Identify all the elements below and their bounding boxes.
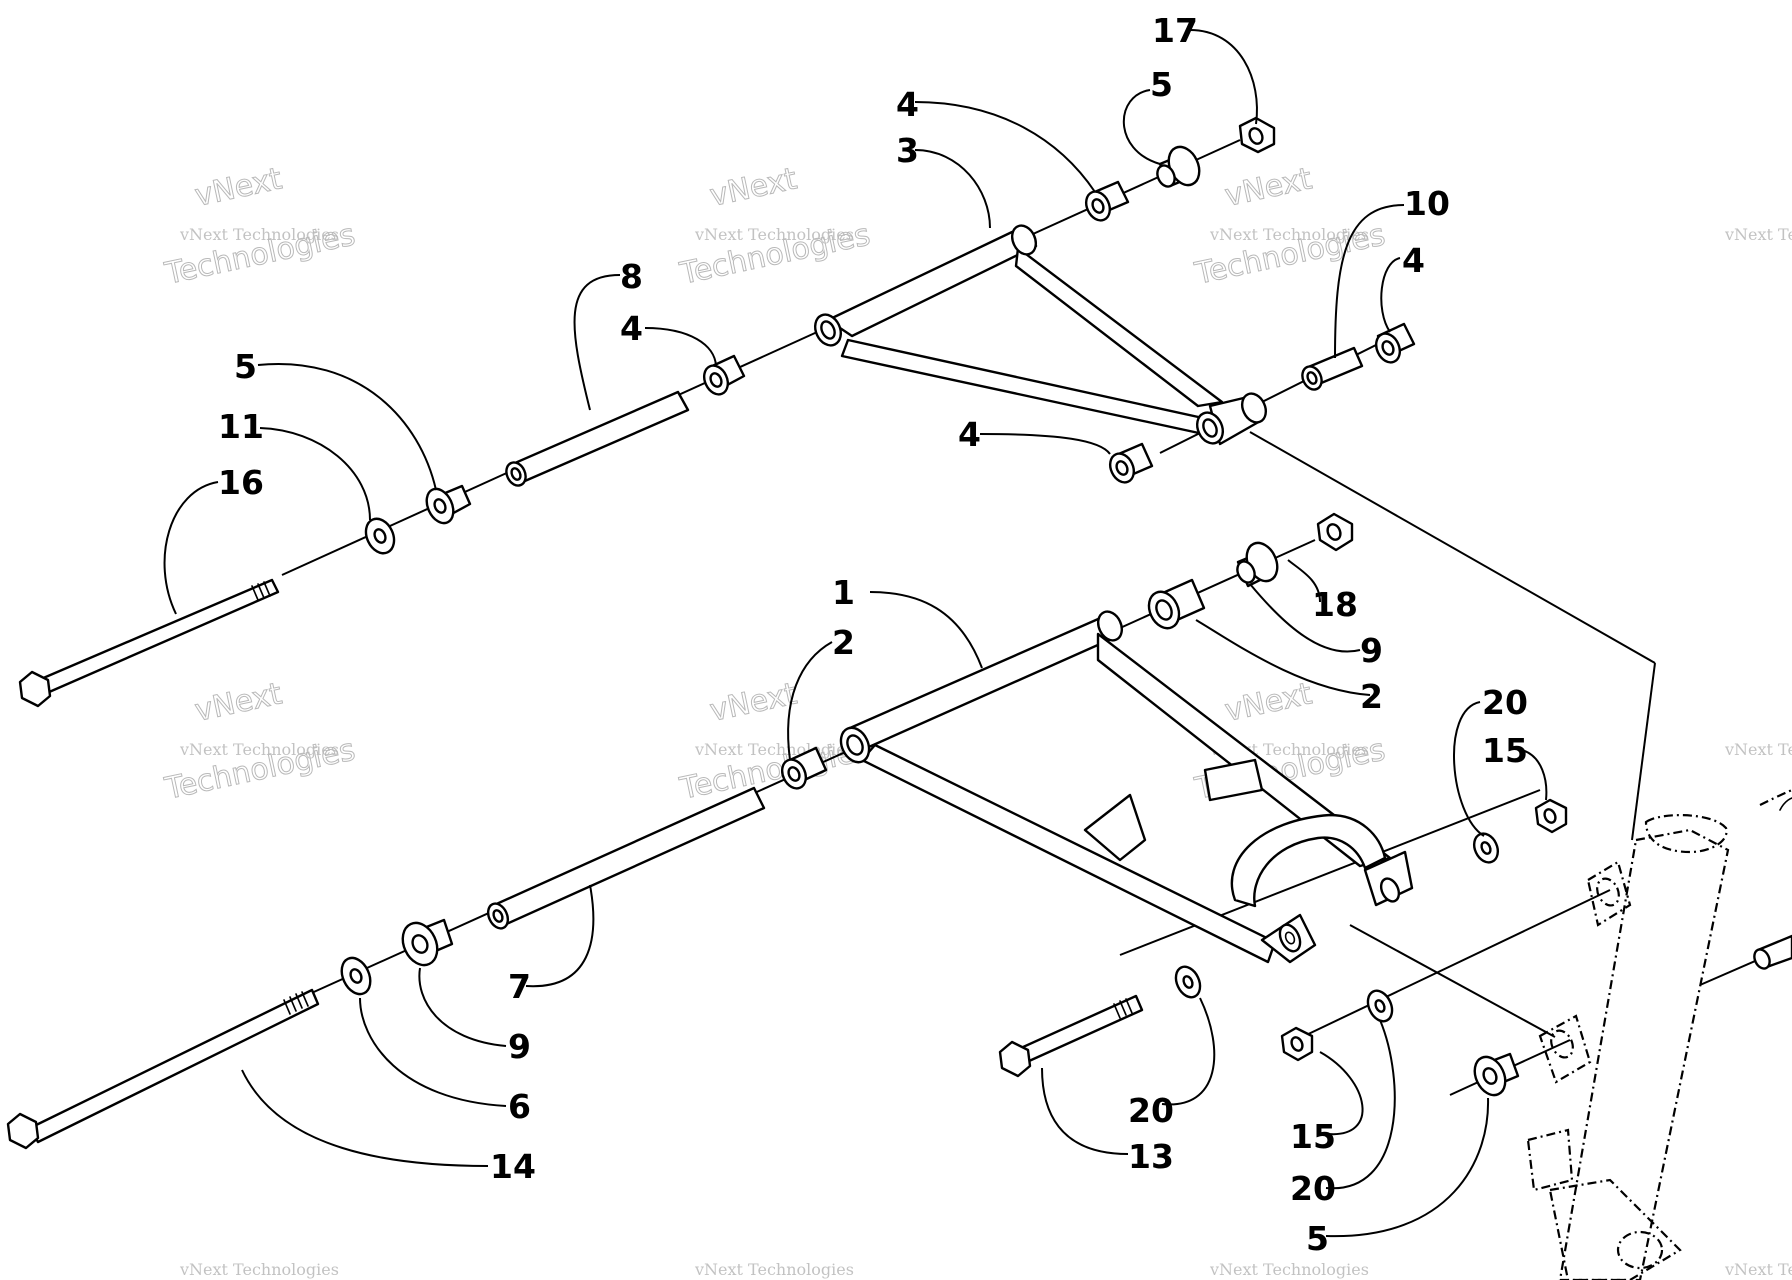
svg-text:vNext Technologies: vNext Technologies: [179, 740, 339, 759]
callout-5-spindle: 5: [1306, 1219, 1329, 1258]
svg-text:vNext Technologies: vNext Technologies: [1724, 740, 1792, 759]
watermark: vNext Technologies: [1724, 1260, 1792, 1279]
callout-17: 17: [1152, 11, 1198, 50]
callout-6: 6: [508, 1087, 531, 1126]
callout-15-low: 15: [1290, 1117, 1336, 1156]
svg-text:vNext Technologies: vNext Technologies: [179, 1260, 339, 1279]
callout-2-right: 2: [1360, 677, 1383, 716]
bolt-16: [18, 578, 280, 708]
bushing-4-rear-right: [1374, 322, 1416, 364]
svg-text:vNext: vNext: [192, 161, 285, 214]
callout-4-right: 4: [1402, 241, 1425, 280]
callout-14: 14: [490, 1147, 536, 1186]
washer-20-right: [1472, 832, 1500, 864]
callout-9-right: 9: [1360, 631, 1383, 670]
bushing-4-rear-low: [1108, 442, 1154, 484]
watermark: vNext vNext Technologies Technologies: [676, 161, 874, 293]
bushing-5-spindle: [1473, 1052, 1520, 1097]
callout-15-right: 15: [1482, 731, 1528, 770]
washer-6: [340, 956, 372, 996]
callout-4-mid: 4: [620, 309, 643, 348]
upper-a-arm: [813, 224, 1268, 446]
svg-text:vNext Technologies: vNext Technologies: [1724, 225, 1792, 244]
watermark: vNext vNext Technologies Technologies: [161, 161, 359, 293]
svg-text:vNext Technologies: vNext Technologies: [179, 225, 339, 244]
callout-16: 16: [218, 463, 264, 502]
watermark: vNext Technologies: [1724, 225, 1792, 244]
bolt-14: [6, 988, 320, 1150]
bushing-4-top: [1084, 180, 1130, 222]
callout-10: 10: [1404, 184, 1450, 223]
callout-3: 3: [896, 131, 919, 170]
callout-11: 11: [218, 407, 264, 446]
lower-front-hardware: [6, 746, 828, 1150]
svg-text:vNext: vNext: [1222, 676, 1315, 729]
callout-18: 18: [1312, 585, 1358, 624]
nut-15-lower: [1280, 1026, 1314, 1062]
svg-text:vNext: vNext: [192, 676, 285, 729]
callout-7: 7: [508, 967, 531, 1006]
bolt-13: [998, 994, 1144, 1078]
sleeve-10: [1301, 346, 1364, 391]
spindle-hardware: [1280, 989, 1520, 1097]
callout-8: 8: [620, 257, 643, 296]
upper-front-hardware: [18, 354, 746, 708]
svg-text:vNext: vNext: [707, 676, 800, 729]
washer-20-spindle: [1366, 989, 1394, 1023]
bushing-5-front: [425, 484, 472, 525]
svg-text:vNext Technologies: vNext Technologies: [1209, 1260, 1369, 1279]
svg-text:vNext: vNext: [707, 161, 800, 214]
watermark: vNext Technologies: [1724, 740, 1792, 759]
svg-text:vNext Technologies: vNext Technologies: [1724, 1260, 1792, 1279]
callout-labels: 17 5 4 3 10 4 8 4 5 11 16 4 18 1 9 2 2 2…: [218, 11, 1528, 1258]
watermark: vNext vNext Technologies Technologies: [161, 676, 359, 808]
bushing-2-rear: [1147, 578, 1206, 630]
bushing-2-front: [780, 746, 828, 790]
bushing-4-upper-front: [702, 354, 746, 396]
callout-2-left: 2: [832, 623, 855, 662]
nut-18: [1316, 512, 1354, 552]
callout-4-top: 4: [896, 85, 919, 124]
callout-1: 1: [832, 573, 855, 612]
watermark: vNext Technologies: [1209, 1260, 1369, 1279]
callout-20-low: 20: [1128, 1091, 1174, 1130]
svg-text:vNext: vNext: [1222, 161, 1315, 214]
bushing-5-top: [1156, 145, 1201, 188]
callout-20-spindle: 20: [1290, 1169, 1336, 1208]
svg-text:vNext Technologies: vNext Technologies: [694, 225, 854, 244]
watermark: vNext vNext Technologies Technologies: [1191, 161, 1389, 293]
watermark: vNext Technologies: [179, 1260, 339, 1279]
callout-9-left: 9: [508, 1027, 531, 1066]
callout-5-left: 5: [234, 347, 257, 386]
svg-text:vNext Technologies: vNext Technologies: [1209, 225, 1369, 244]
washer-20-lower: [1174, 965, 1202, 999]
leader-lines: [163, 29, 1548, 1238]
svg-text:vNext Technologies: vNext Technologies: [694, 1260, 854, 1279]
callout-20-right: 20: [1482, 683, 1528, 722]
bushing-9-rear: [1236, 541, 1279, 588]
callout-13: 13: [1128, 1137, 1174, 1176]
steering-spindle: [1526, 788, 1792, 1280]
watermark-grid: vNext vNext Technologies Technologies vN…: [161, 161, 1792, 1279]
upper-rear-hardware: [1084, 116, 1416, 484]
watermark: vNext Technologies: [694, 1260, 854, 1279]
nut-15-right: [1534, 798, 1568, 834]
lower-rear-hardware: [998, 512, 1568, 1078]
sleeve-8: [505, 390, 690, 487]
callout-5-top: 5: [1150, 65, 1173, 104]
washer-11: [364, 517, 396, 555]
callout-4-low: 4: [958, 415, 981, 454]
bushing-9-front: [401, 918, 454, 967]
sleeve-7: [486, 786, 766, 930]
lower-a-arm: [839, 610, 1414, 964]
